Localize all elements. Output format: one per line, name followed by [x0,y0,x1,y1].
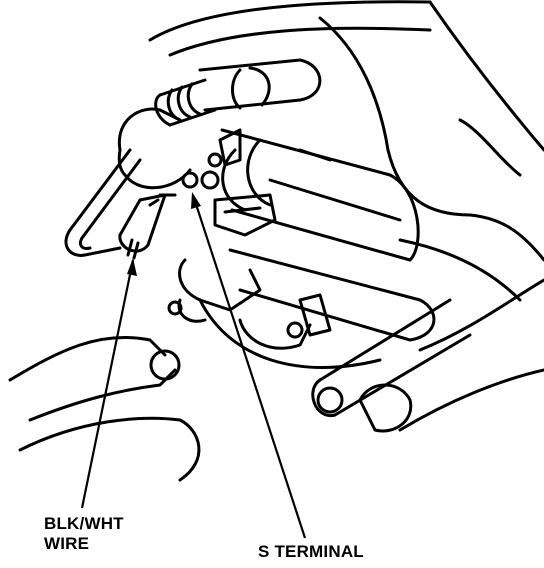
mounting-flange [167,258,332,350]
callout-leaders [80,194,307,539]
blk-wht-wire-label-line1: BLK/WHT [44,514,124,533]
engine-block-outline [148,0,544,302]
s-terminal-label: S TERMINAL [258,542,364,561]
lower-left-hose [8,335,201,482]
terminal-nuts [181,128,242,190]
blk-wht-wire-arrowhead [127,258,137,276]
s-terminal-leader [191,194,307,539]
terminal-bracket [213,193,277,237]
solenoid-housing [198,58,322,112]
blk-wht-wire-leader [80,259,135,509]
s-terminal-arrowhead [191,192,201,209]
coolant-hose [117,78,217,190]
wire-harness [64,148,142,257]
starter-motor-body [220,128,436,342]
blk-wht-wire-label-line2: WIRE [44,534,90,553]
engine-sweep-lines [198,278,544,432]
blk-wht-wire-connector [118,193,177,260]
blk-wht-wire-label: BLK/WHT WIRE [44,514,124,554]
